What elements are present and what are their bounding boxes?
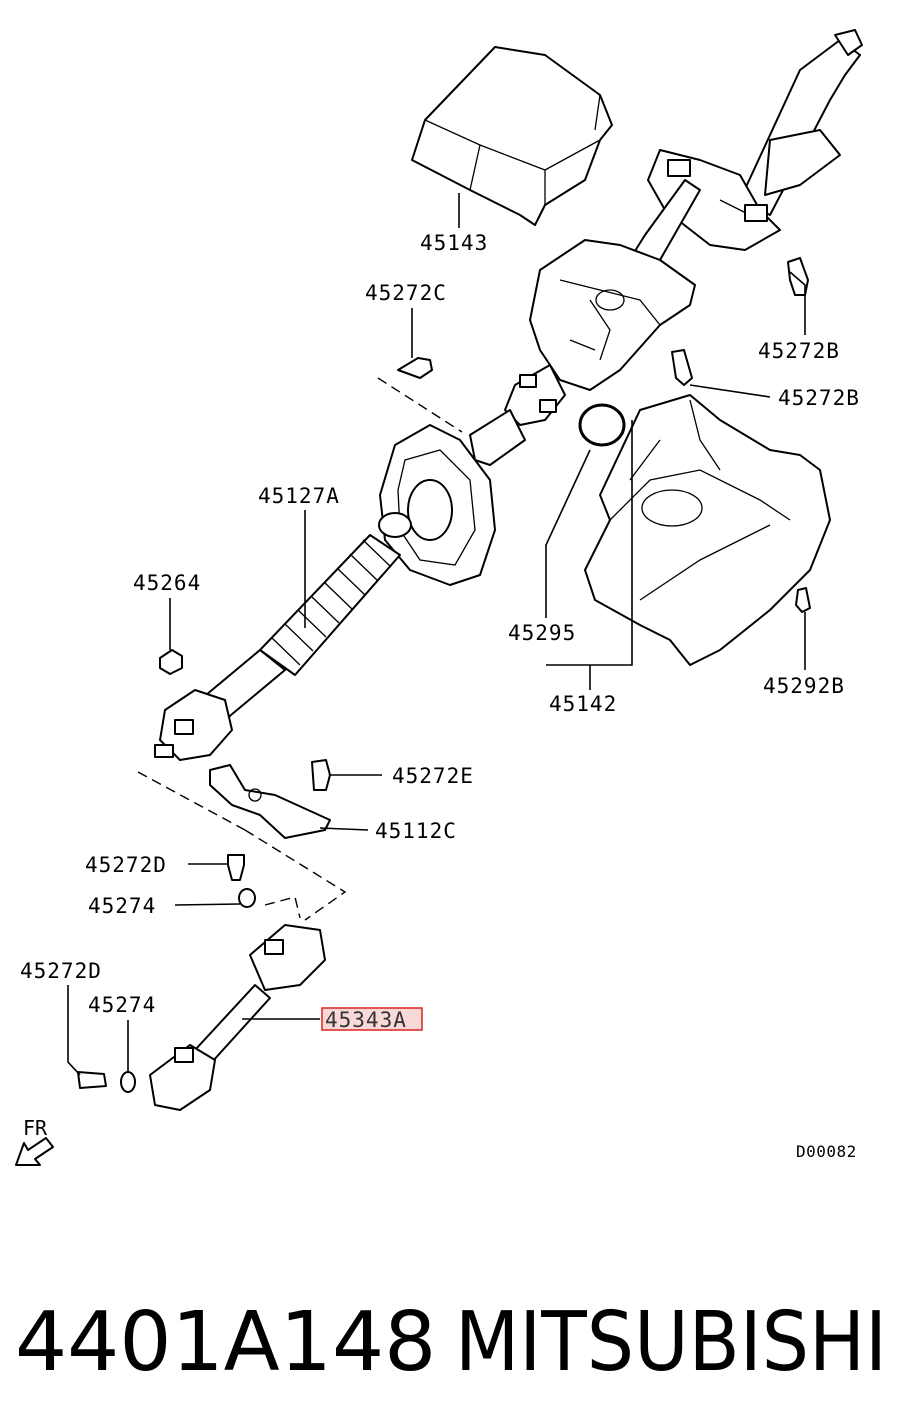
diagram-code: D00082 bbox=[796, 1142, 857, 1161]
washer-45274-lower bbox=[120, 1071, 136, 1093]
upper-column-cover bbox=[411, 46, 613, 226]
intermediate-shaft bbox=[149, 924, 326, 1111]
lower-column-cover bbox=[584, 394, 831, 666]
callout-45343a-group[interactable]: 45343A bbox=[321, 1007, 423, 1032]
leader-lines bbox=[67, 193, 806, 1076]
callout-45272d-lower: 45272D bbox=[20, 959, 102, 983]
part-number: 4401A148 bbox=[15, 1295, 436, 1390]
callout-45274-upper: 45274 bbox=[88, 894, 156, 918]
callout-45272b-mid: 45272B bbox=[778, 386, 860, 410]
highlight-box bbox=[321, 1007, 423, 1031]
nut-45264 bbox=[159, 649, 183, 675]
callout-45143: 45143 bbox=[420, 231, 488, 255]
bolt-45272d-lower bbox=[77, 1071, 107, 1089]
callout-45127a: 45127A bbox=[258, 484, 340, 508]
callout-45272e: 45272E bbox=[392, 764, 474, 788]
o-ring bbox=[578, 403, 626, 447]
bolt-45272e bbox=[311, 759, 331, 791]
mounting-bracket bbox=[209, 764, 331, 839]
callout-45112c: 45112C bbox=[375, 819, 457, 843]
callout-45295: 45295 bbox=[508, 621, 576, 645]
dust-cover-plate bbox=[379, 424, 496, 586]
tilt-housing bbox=[529, 239, 696, 391]
bolt-45272b-mid bbox=[671, 349, 693, 386]
callout-45272c: 45272C bbox=[365, 281, 447, 305]
callout-45272b-top: 45272B bbox=[758, 339, 840, 363]
front-direction-indicator: FR bbox=[15, 1116, 54, 1166]
bellows-boot bbox=[259, 512, 412, 676]
lower-shaft-joint bbox=[154, 689, 233, 761]
washer-45274-upper bbox=[238, 888, 256, 908]
assembly-dashed-lines bbox=[137, 377, 463, 921]
arrow-down-left-icon bbox=[15, 1137, 54, 1166]
callout-45292b: 45292B bbox=[763, 674, 845, 698]
callout-45142: 45142 bbox=[549, 692, 617, 716]
bolt-45292b bbox=[795, 587, 811, 613]
callout-45264: 45264 bbox=[133, 571, 201, 595]
callout-45274-lower: 45274 bbox=[88, 993, 156, 1017]
bolt-45272d-upper bbox=[227, 854, 245, 881]
brand-name: MITSUBISHI bbox=[455, 1295, 887, 1390]
callout-45343a[interactable]: 45343A bbox=[325, 1008, 407, 1032]
bolt-45272c bbox=[397, 357, 433, 379]
steering-column-upper bbox=[619, 29, 863, 291]
upper-universal-joint bbox=[469, 364, 566, 466]
callout-45272d-upper: 45272D bbox=[85, 853, 167, 877]
fr-label: FR bbox=[23, 1116, 48, 1140]
